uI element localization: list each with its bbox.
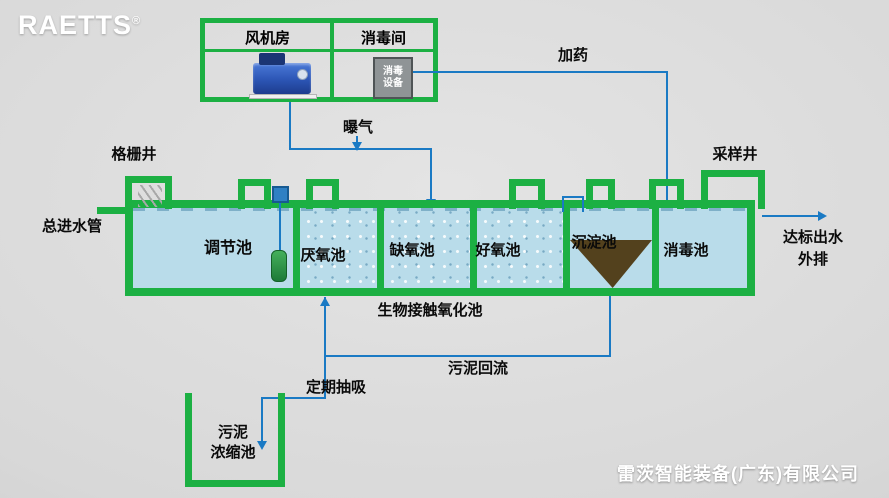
transfer-pipe-top xyxy=(562,196,584,198)
sludge-tank-label-line2: 浓缩池 xyxy=(210,444,256,461)
disinfection-device: 消毒 设备 xyxy=(373,57,413,99)
tank-label-anaerobic: 厌氧池 xyxy=(300,247,346,264)
disinfection-room-label: 消毒间 xyxy=(360,30,406,47)
blower-base xyxy=(249,94,317,99)
blower-gauge-icon xyxy=(297,69,308,80)
partition-wall-2 xyxy=(377,208,384,288)
aeration-label-tick xyxy=(356,136,358,144)
bar-screen-icon xyxy=(138,185,162,207)
inlet-label: 总进水管 xyxy=(41,218,102,235)
sludge-return-arrow-icon xyxy=(320,297,330,306)
dosing-label: 加药 xyxy=(557,47,588,64)
sampling-well-structure xyxy=(701,170,765,209)
company-name: 雷茨智能装备(广东)有限公司 xyxy=(617,464,859,484)
grid-well-label: 格栅井 xyxy=(111,146,157,163)
brand-text: RAETTS xyxy=(18,10,132,40)
grid-well-structure xyxy=(125,176,172,209)
sludge-return-label: 污泥回流 xyxy=(447,360,508,377)
anaerobic-bubbles xyxy=(300,211,377,288)
weir-cap-2 xyxy=(306,179,339,209)
device-label-line1: 消毒 xyxy=(383,66,403,77)
sludge-return-horizontal xyxy=(324,355,611,357)
weir-cap-1 xyxy=(238,179,271,209)
weir-cap-4 xyxy=(586,179,615,209)
equipment-room: 风机房 消毒间 消毒 设备 xyxy=(200,18,438,102)
tank-label-anoxic: 缺氧池 xyxy=(389,242,435,259)
tank-label-aerobic: 好氧池 xyxy=(475,242,521,259)
transfer-pipe-left xyxy=(562,196,564,212)
weir-cap-5 xyxy=(649,179,684,209)
partition-wall-3 xyxy=(470,208,477,288)
lift-pump-box xyxy=(272,186,289,203)
sludge-tank-label-line1: 污泥 xyxy=(217,424,248,441)
outlet-label-line2: 外排 xyxy=(797,251,828,268)
partition-wall-4 xyxy=(563,208,570,288)
suction-label: 定期抽吸 xyxy=(305,379,366,396)
tank-label-disinfection: 消毒池 xyxy=(663,242,709,259)
outlet-arrow-icon xyxy=(818,211,827,221)
suction-pipe-horizontal xyxy=(261,397,326,399)
submersible-pump-icon xyxy=(271,250,287,282)
weir-cap-3 xyxy=(509,179,545,209)
brand-logo: RAETTS® xyxy=(18,10,141,41)
inlet-pipe xyxy=(97,207,128,214)
partition-wall-1 xyxy=(293,208,300,288)
sampling-well-label: 采样井 xyxy=(712,146,758,163)
tank-label-sedimentation: 沉淀池 xyxy=(571,234,617,251)
sludge-return-vertical-right xyxy=(609,296,611,357)
anoxic-bubbles xyxy=(384,211,470,288)
suction-pipe-vertical xyxy=(261,397,263,443)
bio-oxidation-label: 生物接触氧化池 xyxy=(377,302,483,319)
main-treatment-tank xyxy=(125,200,755,296)
dosing-pipe-vertical xyxy=(666,71,668,203)
fan-room-label: 风机房 xyxy=(244,30,290,47)
aeration-pipe-vertical-1 xyxy=(289,102,291,148)
outlet-label-line1: 达标出水 xyxy=(782,229,843,246)
device-label-line2: 设备 xyxy=(383,78,403,89)
aerobic-bubbles xyxy=(477,211,563,288)
aeration-label-arrow-icon xyxy=(352,142,362,151)
outlet-pipe xyxy=(762,215,818,217)
blower-motor xyxy=(259,53,285,65)
sludge-thickening-tank xyxy=(185,393,285,487)
partition-wall-5 xyxy=(652,208,659,288)
transfer-pipe-right xyxy=(582,196,584,212)
suction-arrow-icon xyxy=(257,441,267,450)
sludge-return-vertical-left xyxy=(324,297,326,398)
blower-unit-icon xyxy=(249,53,317,99)
aeration-label: 曝气 xyxy=(342,119,373,136)
lift-pump-cable xyxy=(279,203,281,250)
room-header-divider xyxy=(205,49,433,52)
registered-mark-icon: ® xyxy=(132,15,142,27)
aeration-pipe-vertical-2 xyxy=(430,148,432,200)
tank-label-regulation: 调节池 xyxy=(203,240,252,257)
dosing-pipe-horizontal xyxy=(413,71,668,73)
room-vertical-divider xyxy=(330,23,334,97)
water-surface xyxy=(133,208,747,211)
